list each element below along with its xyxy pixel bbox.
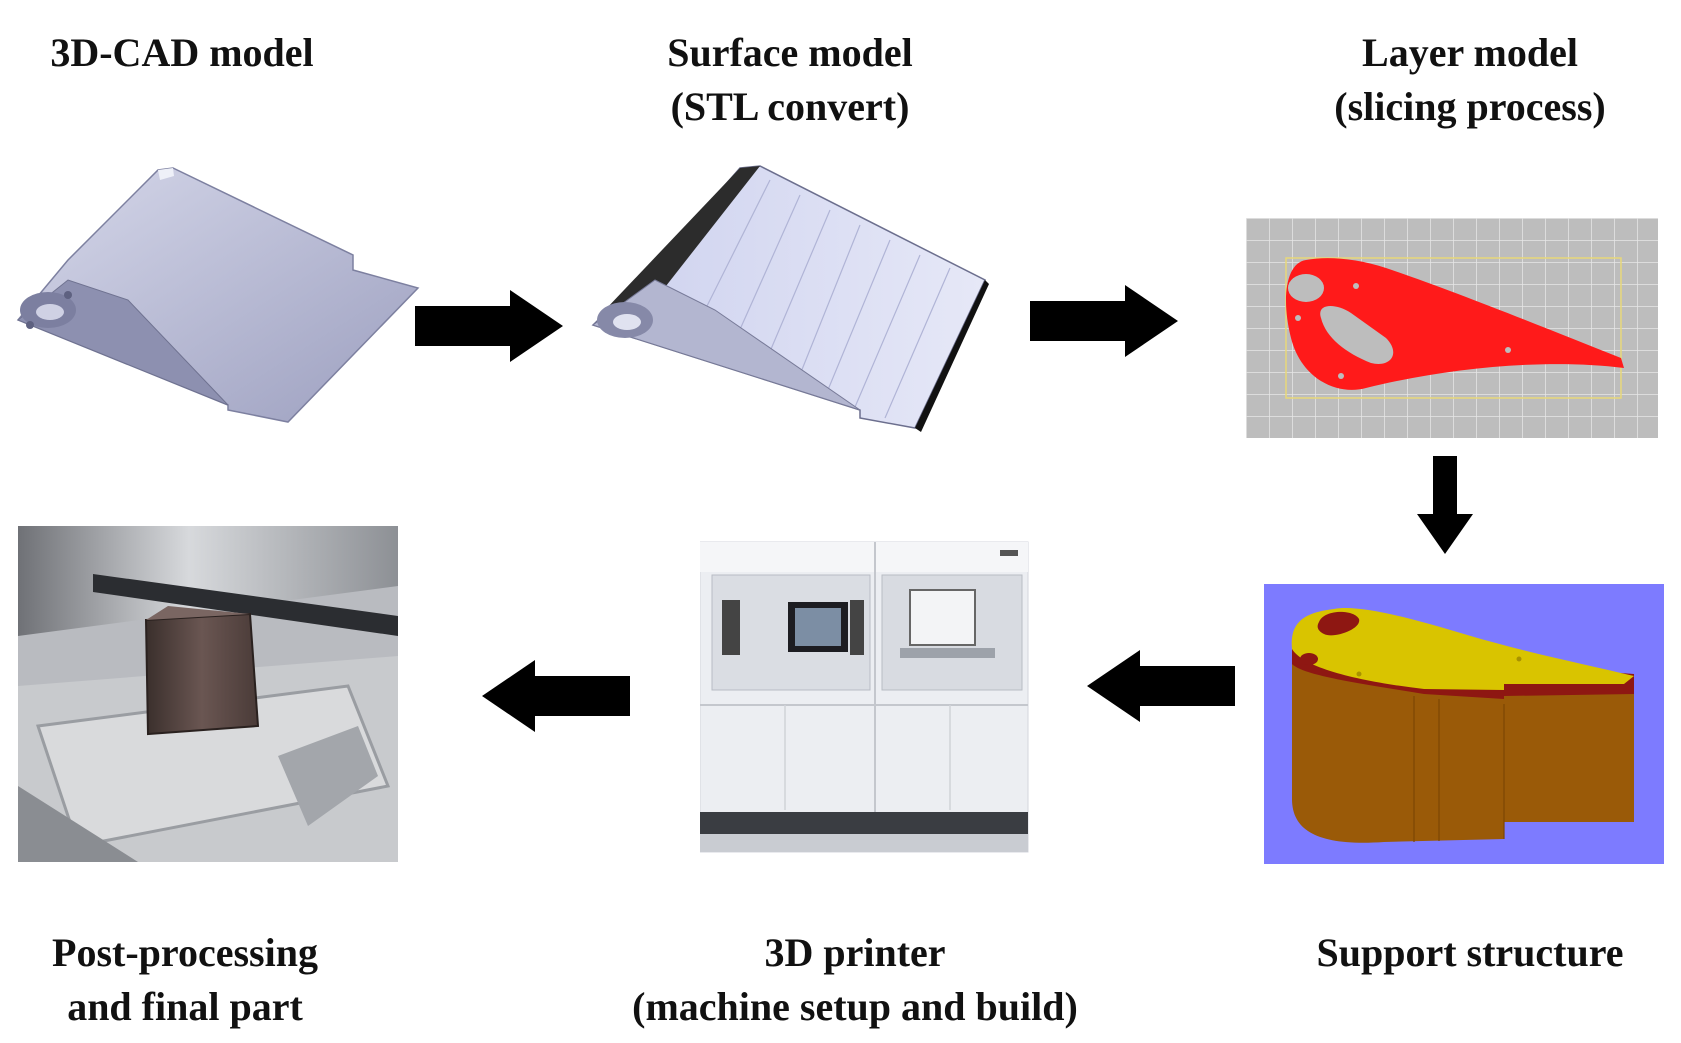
arrow-printer-to-post [480, 660, 630, 732]
label-surface-model-line1: Surface model [667, 30, 913, 75]
label-3d-printer: 3D printer (machine setup and build) [620, 926, 1090, 1034]
label-support-structure-line1: Support structure [1316, 930, 1624, 975]
label-surface-model-line2: (STL convert) [670, 84, 910, 129]
label-support-structure: Support structure [1290, 926, 1650, 980]
printer-image [700, 530, 1030, 860]
label-surface-model: Surface model (STL convert) [640, 26, 940, 134]
label-3d-printer-line2: (machine setup and build) [632, 984, 1078, 1029]
label-3d-printer-line1: 3D printer [764, 930, 946, 975]
layer-model-image [1246, 218, 1658, 438]
label-layer-model-line1: Layer model [1362, 30, 1578, 75]
arrow-layer-to-support [1415, 456, 1475, 556]
arrow-support-to-printer [1085, 650, 1235, 722]
label-post-processing: Post-processing and final part [20, 926, 350, 1034]
label-post-processing-line1: Post-processing [52, 930, 318, 975]
cad-model-image [8, 160, 428, 440]
label-layer-model-line2: (slicing process) [1334, 84, 1606, 129]
arrow-surface-to-layer [1030, 285, 1180, 357]
surface-model-image [585, 160, 1005, 450]
arrow-cad-to-surface [415, 290, 565, 362]
label-3d-cad-model-line1: 3D-CAD model [50, 30, 314, 75]
label-layer-model: Layer model (slicing process) [1300, 26, 1640, 134]
post-processing-image [18, 526, 398, 862]
label-3d-cad-model: 3D-CAD model [32, 26, 332, 80]
support-structure-image [1264, 584, 1664, 864]
label-post-processing-line2: and final part [67, 984, 303, 1029]
